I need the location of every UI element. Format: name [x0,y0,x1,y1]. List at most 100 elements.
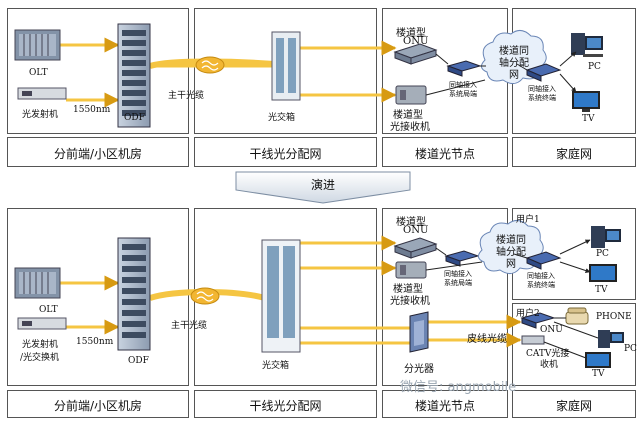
bottom-coax-terminal-b-label-1: 同轴接入 [527,272,555,280]
evolve-arrow [235,171,411,204]
top-coax-terminal-a-label-2: 系统局端 [449,90,477,98]
bottom-olt-label: OLT [39,305,58,315]
bottom-section-label-trunk: 干线光分配网 [249,399,322,413]
top-receiver-device [395,85,427,105]
top-trunk-icon [195,56,225,74]
top-cabinet [271,31,301,101]
bottom-catv-label-2: 收机 [540,360,559,370]
top-coax-net-label-3: 网 [509,70,519,81]
bottom-user2-onu-label: ONU [540,325,563,335]
bottom-coax-terminal-b-label-2: 系统终端 [527,281,555,289]
bottom-odf-rack [117,237,151,351]
bottom-transmitter-label-1: 光发射机 [22,340,59,350]
bottom-onu-label-2: ONU [403,225,429,236]
bottom-section-home [512,390,636,418]
bottom-splitter [409,311,429,353]
evolve-label: 演进 [310,178,335,192]
top-section-label-trunk: 干线光分配网 [249,147,322,161]
bottom-fibers [60,235,522,348]
top-fibers [60,37,397,108]
bottom-trunk-icon [190,287,220,305]
bottom-catv-label-1: CATV光接 [526,349,570,359]
top-section-headend [7,137,189,167]
bottom-section-label-node: 楼道光节点 [414,399,475,413]
top-coax-terminal-b-label-1: 同轴接入 [528,85,556,93]
bottom-tv-label-user2: TV [592,369,605,379]
bottom-phone-label: PHONE [596,312,632,322]
bottom-pc-label-user2: PC [624,344,637,354]
top-headend-panel [7,8,189,134]
bottom-user1-links [425,239,591,273]
top-odf-rack [117,23,151,128]
top-pc-label: PC [588,62,601,72]
bottom-cabinet [261,239,301,353]
bottom-tv-label-user1: TV [595,285,608,295]
bottom-pc-icon-user1 [591,226,621,248]
top-onu-label-1: 楼道型 [396,28,426,39]
top-coax-terminal-b-label-2: 系统终端 [528,94,556,102]
bottom-coax-net-label-2: 轴分配 [496,247,526,258]
bottom-wavelength-label: 1550nm [76,337,114,347]
bottom-coax-terminal-b [525,251,562,270]
bottom-transmitter-label-2: /光交换机 [20,353,60,363]
top-section-node [382,137,508,167]
top-wavelength-label: 1550nm [73,105,111,115]
bottom-pc-label-user1: PC [596,249,609,259]
bottom-section-label-home: 家庭网 [555,399,592,413]
bottom-user2-label: 用户2 [516,309,540,319]
bottom-user2-onu [520,312,556,329]
top-section-trunk [194,137,377,167]
bottom-section-label-headend: 分前端/小区机房 [53,399,143,413]
bottom-coax-net-label-3: 网 [506,259,516,270]
bottom-user2-links [543,317,599,359]
bottom-receiver-label-1: 楼道型 [393,284,423,295]
top-home-links [425,51,577,96]
bottom-trunk-label: 主干光缆 [171,321,208,331]
top-section-label-home: 家庭网 [555,147,592,161]
bottom-odf-label: ODF [128,356,149,366]
bottom-section-node [382,390,508,418]
watermark: 微信号: angmobile [400,380,517,395]
top-section-label-headend: 分前端/小区机房 [53,147,143,161]
bottom-coax-terminal-a-label-2: 系统局端 [444,279,472,287]
top-section-home [512,137,636,167]
bottom-onu-label-1: 楼道型 [396,217,426,228]
top-coax-terminal-a [446,60,482,77]
top-onu-device [393,43,438,65]
bottom-tv-icon-user1 [589,264,617,282]
top-cabinet-label: 光交箱 [268,113,296,123]
top-transmitter-device [17,87,67,100]
top-pc-icon [571,33,603,57]
bottom-splitter-label: 分光器 [404,364,434,375]
bottom-phone-icon [565,307,589,325]
top-coax-net-label-1: 楼道同 [499,46,529,57]
bottom-pc-icon-user2 [598,330,624,348]
bottom-coax-net-label-1: 楼道同 [496,235,526,246]
bottom-coax-terminal-a [444,250,480,267]
top-olt-device [14,29,61,61]
top-tv-label: TV [582,114,595,124]
top-trunk-label: 主干光缆 [168,91,205,101]
bottom-transmitter-device [17,317,67,330]
bottom-section-headend [7,390,189,418]
top-receiver-label-1: 楼道型 [393,110,423,121]
bottom-receiver-label-2: 光接收机 [390,296,430,307]
bottom-catv-receiver [521,335,545,345]
bottom-drop-cable-label: 皮线光缆 [467,334,507,345]
top-receiver-label-2: 光接收机 [390,122,430,133]
top-transmitter-label: 光发射机 [22,110,59,120]
top-tv-icon [572,91,600,112]
top-odf-label: ODF [124,113,145,123]
top-onu-label-2: ONU [403,36,429,47]
top-coax-terminal-b [525,63,562,82]
top-coax-net-label-2: 轴分配 [499,58,529,69]
top-coax-terminal-a-label-1: 同轴接入 [449,81,477,89]
bottom-receiver-device [395,261,427,279]
top-olt-label: OLT [29,68,48,78]
bottom-coax-terminal-a-label-1: 同轴接入 [444,270,472,278]
bottom-cabinet-label: 光交箱 [262,361,290,371]
top-section-label-node: 楼道光节点 [414,147,475,161]
bottom-onu-device [393,237,438,259]
bottom-olt-device [14,267,61,299]
